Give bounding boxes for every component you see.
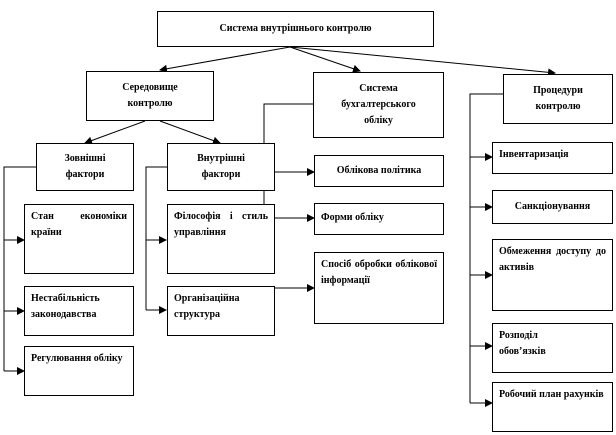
accounting-item-label: Спосіб обробки облікової інформації — [321, 259, 437, 286]
accounting-item-forms: Форми обліку — [314, 203, 444, 235]
root-box: Система внутрішнього контролю — [157, 11, 434, 47]
internal-item-label: Філософія і стиль управління — [174, 211, 268, 238]
procedures-label: Процедури контролю — [533, 85, 583, 112]
external-item-label: Нестабільність законодавства — [31, 293, 100, 320]
bracket-procedures — [469, 93, 503, 403]
procedure-item-authorization: Санкціонування — [492, 190, 613, 224]
environment-box: Середовище контролю — [86, 71, 214, 121]
internal-factors-box: Внутрішні фактори — [167, 143, 275, 191]
procedure-item-label: Інвентаризація — [499, 149, 569, 160]
procedure-item-chart-of-accounts: Робочий план рахунків — [492, 382, 613, 432]
arrow-environment-internal — [159, 120, 221, 145]
accounting-item-processing: Спосіб обробки облікової інформації — [314, 252, 444, 324]
root-label: Система внутрішнього контролю — [219, 23, 372, 34]
procedure-item-label: Санкціонування — [514, 201, 591, 212]
accounting-system-label: Система бухгалтерського обліку — [341, 83, 416, 126]
procedure-item-segregation: Розподіл обов’язків — [492, 323, 613, 373]
procedure-item-label: Обмеження доступу до активів — [499, 246, 606, 273]
arrow-root-accounting — [289, 46, 361, 73]
internal-item-structure: Організаційна структура — [167, 286, 275, 336]
procedure-item-inventory: Інвентаризація — [492, 142, 613, 174]
environment-label: Середовище контролю — [122, 82, 178, 109]
procedure-item-label: Розподіл обов’язків — [499, 330, 546, 357]
internal-item-label: Організаційна структура — [174, 293, 240, 320]
accounting-item-policy: Облікова політика — [314, 155, 444, 187]
procedures-box: Процедури контролю — [503, 74, 613, 124]
external-item-label: Регулювання обліку — [31, 353, 123, 364]
external-item-label: Стан економіки країни — [31, 211, 127, 238]
external-item-regulation: Регулювання обліку — [24, 346, 134, 396]
bracket-external — [3, 166, 36, 371]
external-factors-label: Зовнішні фактори — [64, 153, 106, 180]
accounting-system-box: Система бухгалтерського обліку — [313, 72, 444, 138]
internal-factors-label: Внутрішні фактори — [197, 153, 245, 180]
arrow-environment-external — [84, 120, 146, 145]
accounting-item-label: Облікова політика — [336, 165, 422, 176]
accounting-item-label: Форми обліку — [321, 212, 384, 223]
arrow-root-procedures — [289, 46, 556, 77]
external-item-economy: Стан економіки країни — [24, 204, 134, 274]
external-item-legislation: Нестабільність законодавства — [24, 286, 134, 336]
bracket-internal — [145, 166, 167, 310]
procedure-item-label: Робочий план рахунків — [499, 389, 604, 400]
internal-item-philosophy: Філософія і стиль управління — [167, 204, 275, 274]
external-factors-box: Зовнішні фактори — [36, 143, 134, 191]
procedure-item-access-restriction: Обмеження доступу до активів — [492, 239, 613, 311]
arrow-root-environment — [159, 46, 291, 73]
